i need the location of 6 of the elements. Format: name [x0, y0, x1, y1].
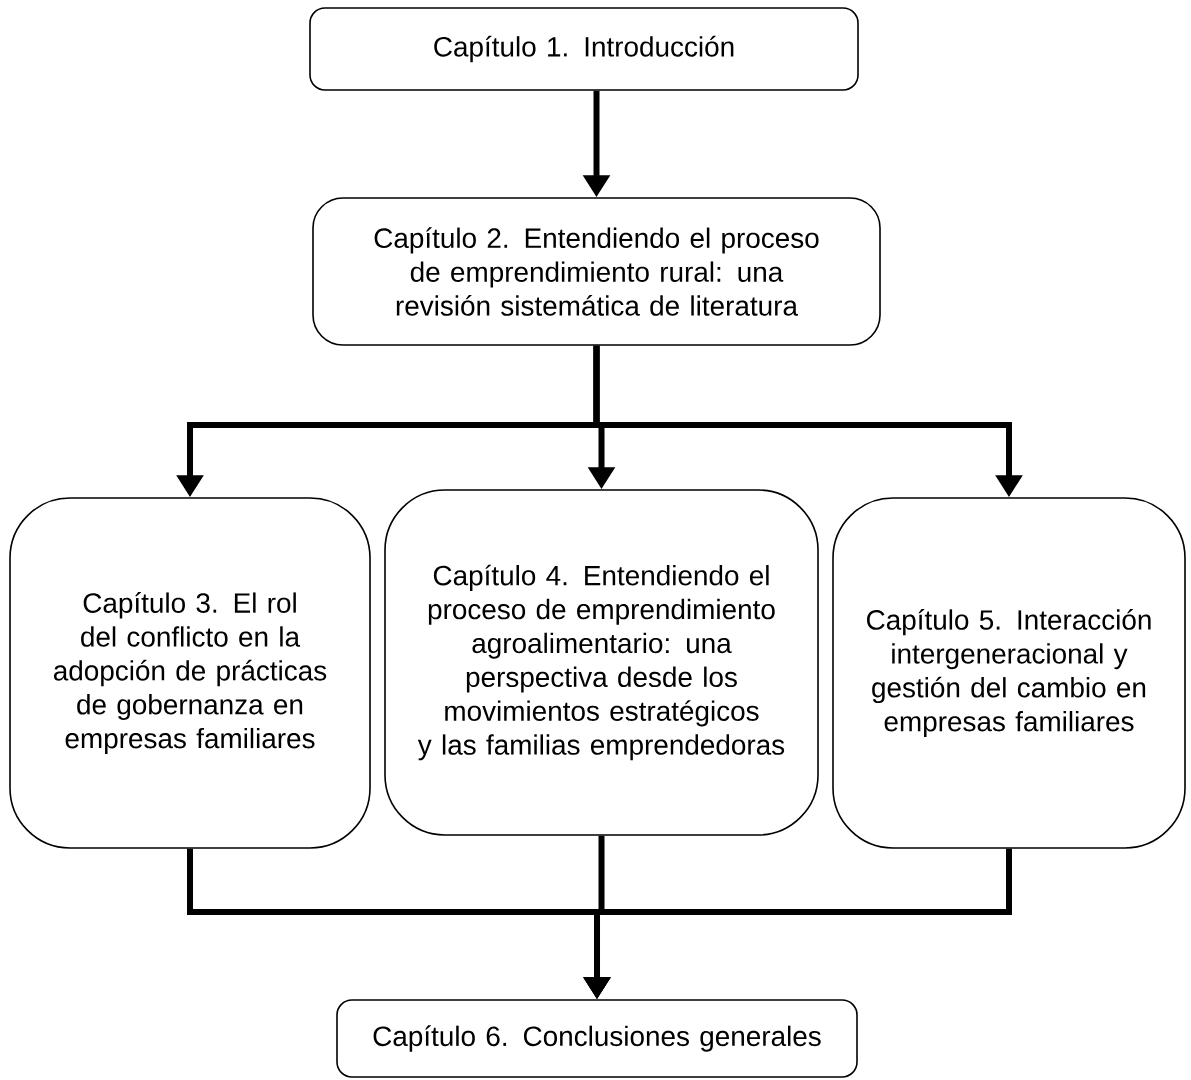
chapter-box: Capítulo 4. Entendiendo el proceso de emprendimiento agroalimentario: una perspectiva desde los movimientos estratégicos y las familias emprendedoras	[384, 489, 819, 836]
chapter-box: Capítulo 1. Introducción	[309, 7, 859, 91]
chapter-box: Capítulo 5. Interacción intergeneracional y gestión del cambio en empresas familiares	[832, 497, 1186, 849]
chapter-box: Capítulo 2. Entendiendo el proceso de emprendimiento rural: una revisión sistemática de literatura	[312, 197, 881, 346]
chapter-box: Capítulo 3. El rol del conflicto en la adopción de prácticas de gobernanza en empresas familiares	[9, 497, 371, 849]
chapter-box: Capítulo 6. Conclusiones generales	[336, 999, 858, 1078]
